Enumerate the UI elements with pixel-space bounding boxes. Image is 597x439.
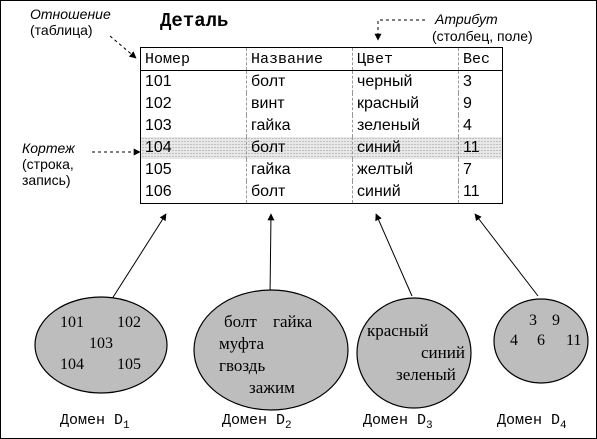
domain-4-value: 9 bbox=[552, 312, 560, 329]
domain-1-value: 104 bbox=[60, 356, 84, 373]
domain-3-value: синий bbox=[421, 343, 465, 362]
table-cell: 9 bbox=[458, 93, 503, 115]
domain-3-label: Домен D3 bbox=[363, 412, 433, 432]
highlighted-tuple-row: 104 болт синий 11 bbox=[140, 137, 503, 159]
table-row: 101 болт черный 3 bbox=[141, 70, 503, 93]
tuple-term: Кортеж bbox=[22, 140, 75, 156]
domain-3-label-text: Домен D bbox=[363, 412, 427, 429]
domain-4-value: 4 bbox=[510, 332, 518, 349]
domain-2-label-sub: 2 bbox=[285, 420, 292, 432]
attribute-note: (столбец, поле) bbox=[432, 28, 533, 44]
domain-1-ellipse bbox=[34, 296, 168, 394]
attribute-annotation-arrow bbox=[374, 19, 425, 41]
table-cell: гайка bbox=[246, 159, 353, 181]
domain-4-label-text: Домен D bbox=[497, 412, 561, 429]
domain-2-value: гвоздь bbox=[219, 356, 266, 375]
column-header: Номер bbox=[140, 47, 247, 71]
column-header: Цвет bbox=[352, 47, 459, 71]
table-cell: винт bbox=[246, 93, 353, 115]
domain-3-value: зеленый bbox=[396, 365, 456, 384]
table-cell: 11 bbox=[458, 137, 503, 159]
domain-3-arrow bbox=[375, 213, 413, 297]
domain-3-label-sub: 3 bbox=[426, 420, 433, 432]
table-cell: 101 bbox=[145, 73, 172, 90]
table-cell: гайка bbox=[246, 115, 353, 137]
attribute-annotation: Атрибут bbox=[433, 11, 498, 27]
table-cell: 4 bbox=[458, 115, 503, 137]
domain-2-label: Домен D2 bbox=[222, 412, 292, 432]
domain-1-value: 105 bbox=[117, 356, 141, 373]
domain-1-value: 102 bbox=[117, 314, 141, 331]
domain-4-value: 11 bbox=[566, 332, 582, 349]
domain-1-arrow bbox=[109, 213, 167, 303]
attribute-term: Атрибут bbox=[435, 11, 498, 27]
relation-name: Деталь bbox=[160, 10, 229, 32]
domain-2-arrow bbox=[267, 213, 275, 297]
table-cell: 103 bbox=[145, 117, 172, 134]
domain-4-arrow bbox=[474, 213, 539, 297]
domain-2-value: зажим bbox=[249, 378, 295, 397]
table-cell: желтый bbox=[352, 159, 459, 181]
table-cell: 106 bbox=[145, 183, 172, 200]
tuple-note-2: запись) bbox=[22, 172, 71, 188]
table-row: 105 гайка желтый 7 bbox=[141, 159, 503, 181]
domain-2-value: болт bbox=[224, 312, 257, 331]
domain-2-label-text: Домен D bbox=[222, 412, 286, 429]
table-cell: красный bbox=[352, 93, 459, 115]
relation-annotation: Отношение (таблица) bbox=[30, 6, 111, 38]
domain-4-value: 3 bbox=[529, 312, 537, 329]
domain-2-ellipse bbox=[193, 289, 349, 411]
table-cell: болт bbox=[246, 181, 353, 204]
domain-1-value: 103 bbox=[89, 335, 113, 352]
table-row: 102 винт красный 9 bbox=[141, 93, 503, 115]
relation-note: (таблица) bbox=[30, 22, 93, 38]
domain-1-label-sub: 1 bbox=[123, 420, 130, 432]
domain-2-value: гайка bbox=[273, 312, 313, 331]
column-header: Вес bbox=[458, 47, 503, 71]
table-cell: болт bbox=[246, 137, 353, 159]
domain-1-label: Домен D1 bbox=[60, 412, 130, 432]
domain-2-value: муфта bbox=[219, 334, 265, 353]
table-cell: 11 bbox=[458, 181, 503, 204]
domain-1-value: 101 bbox=[60, 314, 84, 331]
table-row: 103 гайка зеленый 4 bbox=[141, 115, 503, 137]
table-cell: болт bbox=[246, 70, 353, 93]
table-cell: 105 bbox=[145, 161, 172, 178]
domain-3-ellipse bbox=[356, 297, 472, 409]
relation-annotation-arrow bbox=[109, 35, 137, 59]
table-cell: синий bbox=[352, 181, 459, 204]
table-cell: 104 bbox=[140, 137, 247, 159]
domain-4-label: Домен D4 bbox=[497, 412, 567, 432]
tuple-annotation: Кортеж (строка, запись) bbox=[22, 140, 75, 188]
table-cell: 7 bbox=[458, 159, 503, 181]
table-cell: зеленый bbox=[352, 115, 459, 137]
relation-table: Номер Название Цвет Вес 101 болт черный … bbox=[140, 47, 503, 204]
top-border bbox=[40, 0, 440, 1]
domain-1-label-text: Домен D bbox=[60, 412, 124, 429]
domain-4-value: 6 bbox=[537, 332, 545, 349]
tuple-note-1: (строка, bbox=[22, 156, 74, 172]
column-header: Название bbox=[246, 47, 353, 71]
relation-term: Отношение bbox=[30, 6, 111, 22]
table-row: 106 болт синий 11 bbox=[141, 181, 503, 204]
domain-3-value: красный bbox=[367, 321, 429, 340]
domain-4-label-sub: 4 bbox=[560, 420, 567, 432]
table-header-row: Номер Название Цвет Вес bbox=[140, 47, 503, 71]
table-cell: 102 bbox=[145, 95, 172, 112]
table-cell: черный bbox=[352, 70, 459, 93]
domain-4-ellipse bbox=[493, 298, 589, 384]
table-cell: синий bbox=[352, 137, 459, 159]
table-cell: 3 bbox=[458, 70, 503, 93]
